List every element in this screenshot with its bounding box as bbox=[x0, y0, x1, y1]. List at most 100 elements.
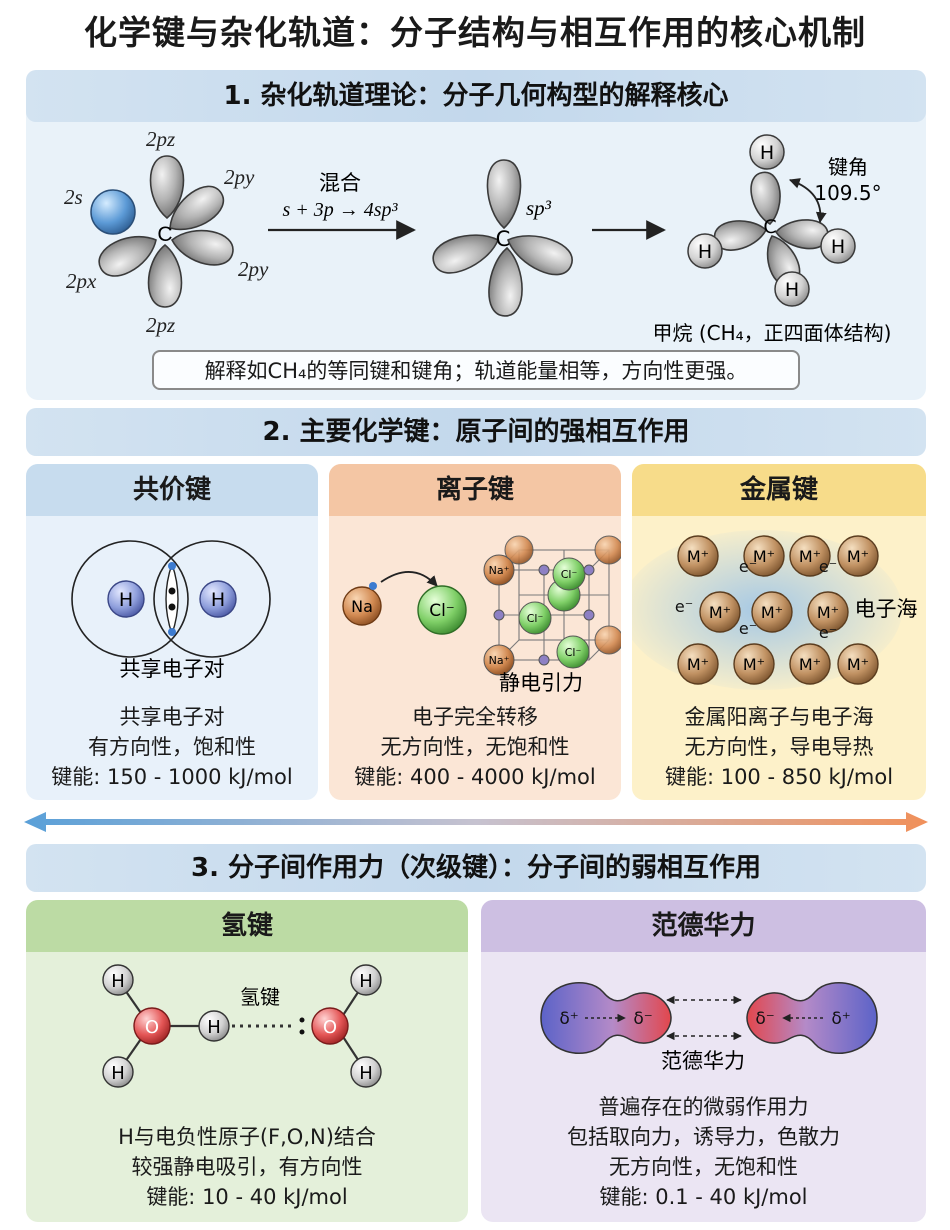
lattice-cl-label: Cl⁻ bbox=[565, 646, 582, 659]
desc-line: 无方向性，无饱和性 bbox=[380, 735, 570, 759]
metal-ion-label: M⁺ bbox=[753, 547, 775, 566]
metal-ion-label: M⁺ bbox=[847, 547, 869, 566]
metal-ion-label: M⁺ bbox=[847, 655, 869, 674]
vdw-diagram-label: 范德华力 bbox=[661, 1049, 745, 1073]
metal-ion bbox=[743, 535, 785, 577]
free-electron: e⁻ bbox=[739, 619, 757, 638]
h-label: H bbox=[207, 1017, 221, 1038]
h-label: H bbox=[119, 589, 133, 611]
electron-dot bbox=[168, 603, 176, 611]
metal-ion bbox=[699, 591, 741, 633]
desc-line: 包括取向力，诱导力，色散力 bbox=[567, 1125, 840, 1149]
lone-pair-dot bbox=[299, 1017, 305, 1023]
desc-line: 键能: 10 - 40 kJ/mol bbox=[146, 1185, 348, 1209]
desc-line: H与电负性原子(F,O,N)结合 bbox=[118, 1125, 376, 1149]
lattice-na bbox=[594, 535, 621, 565]
h-label: H bbox=[111, 1063, 125, 1084]
electron-dot bbox=[168, 628, 176, 636]
lattice-small bbox=[538, 654, 550, 666]
lone-pair-dot bbox=[299, 1029, 305, 1035]
lattice-cl bbox=[518, 601, 552, 635]
hbond-card: 氢键 H H H H H O O 氢键 H与电负性原子(F,O,N)结合 bbox=[26, 900, 468, 1222]
section1-heading: 1. 杂化轨道理论：分子几何构型的解释核心 bbox=[26, 70, 926, 122]
strength-gradient-arrow bbox=[24, 812, 928, 832]
cl-label: Cl⁻ bbox=[429, 601, 455, 621]
hydrogen-atom bbox=[198, 1010, 230, 1042]
ionic-title: 离子键 bbox=[329, 464, 621, 516]
delta-minus-label: δ⁻ bbox=[755, 1009, 774, 1029]
covalent-card: 共价键 H H 共享电子对 共享电子对 有方向性，饱和性 键能: 150 - 1… bbox=[26, 464, 318, 800]
free-electron: e⁻ bbox=[739, 557, 757, 576]
section2-heading: 2. 主要化学键：原子间的强相互作用 bbox=[26, 408, 926, 456]
lattice-na bbox=[594, 625, 621, 655]
metal-ions: M⁺M⁺M⁺M⁺M⁺M⁺M⁺M⁺M⁺M⁺M⁺ bbox=[677, 535, 879, 685]
metal-ion-label: M⁺ bbox=[743, 655, 765, 674]
covalent-title: 共价键 bbox=[26, 464, 318, 516]
vdw-title: 范德华力 bbox=[481, 900, 926, 952]
oxygen-atom bbox=[133, 1007, 171, 1045]
h-electron-cloud bbox=[153, 540, 271, 658]
na-atom bbox=[342, 586, 382, 626]
delta-plus-label: δ⁺ bbox=[559, 1009, 578, 1029]
lattice-na bbox=[504, 535, 534, 565]
metal-ion-label: M⁺ bbox=[761, 603, 783, 622]
hydrogen-atom bbox=[350, 1056, 382, 1088]
lattice-cl bbox=[552, 557, 586, 591]
electron-sea-label: 电子海 bbox=[855, 597, 918, 621]
desc-line: 键能: 100 - 850 kJ/mol bbox=[664, 765, 894, 789]
metal-ion bbox=[837, 643, 879, 685]
page-title: 化学键与杂化轨道：分子结构与相互作用的核心机制 bbox=[84, 13, 866, 52]
lattice-small bbox=[583, 564, 595, 576]
lattice-na bbox=[483, 644, 515, 676]
h-electron-cloud bbox=[71, 540, 189, 658]
metal-ion bbox=[789, 535, 831, 577]
lattice-na-label: Na⁺ bbox=[489, 564, 510, 577]
desc-line: 键能: 400 - 4000 kJ/mol bbox=[354, 765, 596, 789]
covalent-desc: 共享电子对 有方向性，饱和性 键能: 150 - 1000 kJ/mol bbox=[26, 702, 318, 792]
desc-line: 无方向性，导电导热 bbox=[684, 735, 874, 759]
vdw-card: 范德华力 δ⁺ δ⁻ δ⁻ δ⁺ 范德华力 普遍存在的微弱作用力 包括取向力，诱… bbox=[481, 900, 926, 1222]
section3-heading: 3. 分子间作用力（次级键）：分子间的弱相互作用 bbox=[26, 844, 926, 892]
h-label: H bbox=[359, 971, 373, 992]
dipole-molecule-right bbox=[746, 982, 878, 1054]
delta-minus-label: δ⁻ bbox=[633, 1009, 652, 1029]
metal-ion bbox=[789, 643, 831, 685]
free-electron: e⁻ bbox=[819, 623, 837, 642]
hydrogen-atom bbox=[102, 964, 134, 996]
metal-ion bbox=[677, 643, 719, 685]
lattice-small bbox=[538, 564, 550, 576]
ionic-card: 离子键 Na Cl⁻ bbox=[329, 464, 621, 800]
shared-region bbox=[165, 561, 179, 637]
na-label: Na bbox=[351, 597, 373, 616]
lattice-cl-label: Cl⁻ bbox=[561, 568, 578, 581]
ionic-diagram-label: 静电引力 bbox=[499, 671, 583, 695]
metal-ion bbox=[677, 535, 719, 577]
lattice-cl-label: Cl⁻ bbox=[527, 612, 544, 625]
lattice-ions bbox=[483, 535, 621, 676]
ionic-desc: 电子完全转移 无方向性，无饱和性 键能: 400 - 4000 kJ/mol bbox=[329, 702, 621, 792]
delta-plus-label: δ⁺ bbox=[831, 1009, 850, 1029]
desc-line: 共享电子对 bbox=[119, 705, 225, 729]
h-label: H bbox=[111, 971, 125, 992]
electron-dot bbox=[168, 587, 176, 595]
lattice-na-label: Na⁺ bbox=[489, 654, 510, 667]
lattice-small bbox=[583, 609, 595, 621]
ionic-diagram: Na Cl⁻ Na⁺ bbox=[342, 535, 621, 695]
hydrogen-atom bbox=[199, 580, 237, 618]
h-label: H bbox=[211, 589, 225, 611]
hydrogen-atom bbox=[102, 1056, 134, 1088]
desc-line: 较强静电吸引，有方向性 bbox=[131, 1155, 363, 1179]
lattice-cl bbox=[556, 635, 590, 669]
covalent-diagram: H H 共享电子对 bbox=[71, 540, 271, 681]
hbond-title: 氢键 bbox=[26, 900, 468, 952]
metal-ion-label: M⁺ bbox=[687, 655, 709, 674]
vdw-diagram: δ⁺ δ⁻ δ⁻ δ⁺ 范德华力 bbox=[540, 982, 878, 1073]
electron-transfer-arrow bbox=[380, 571, 438, 587]
metallic-diagram: M⁺M⁺M⁺M⁺M⁺M⁺M⁺M⁺M⁺M⁺M⁺ e⁻ e⁻ e⁻ e⁻ e⁻ 电子… bbox=[632, 530, 918, 690]
metal-ion bbox=[837, 535, 879, 577]
free-electron: e⁻ bbox=[675, 597, 693, 616]
metallic-card: 金属键 M⁺M⁺M⁺M⁺M⁺M⁺M⁺M⁺M⁺M⁺M⁺ e⁻ e⁻ e⁻ e⁻ e… bbox=[632, 464, 926, 800]
desc-line: 键能: 0.1 - 40 kJ/mol bbox=[599, 1185, 808, 1209]
metal-ion-label: M⁺ bbox=[799, 547, 821, 566]
metal-ion-label: M⁺ bbox=[687, 547, 709, 566]
